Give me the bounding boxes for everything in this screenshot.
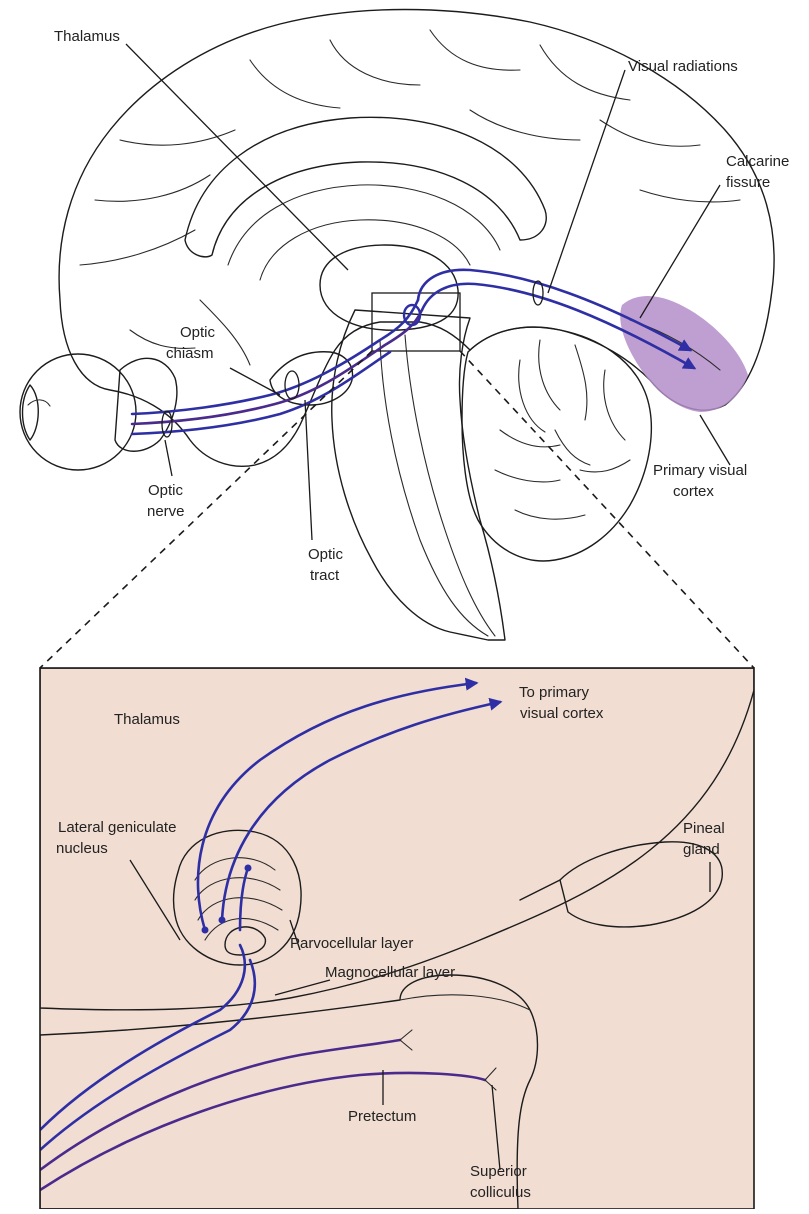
corpus-callosum [185,117,546,280]
top-leader-lines [126,44,730,540]
label-optic-nerve-2: nerve [147,503,185,520]
label-optic-chiasm-1: Optic [180,324,216,341]
visual-pathway-fibers [132,270,694,437]
primary-visual-cortex-region [620,296,748,412]
label-magnocellular: Magnocellular layer [325,964,455,981]
label-visual-radiations: Visual radiations [628,58,738,75]
thalamus [320,245,458,330]
label-to-cortex-1: To primary [519,684,590,701]
label-primary-visual-cortex-1: Primary visual [653,462,747,479]
label-optic-tract-1: Optic [308,546,344,563]
label-optic-chiasm-2: chiasm [166,345,214,362]
label-to-cortex-2: visual cortex [520,705,604,722]
brainstem [332,310,505,640]
label-superior-colliculus-1: Superior [470,1163,527,1180]
brain-sagittal-view [20,10,774,641]
cerebellum-folia [495,340,630,519]
label-parvocellular: Parvocellular layer [290,935,413,952]
label-pretectum: Pretectum [348,1108,416,1125]
label-calcarine-2: fissure [726,174,770,191]
label-thalamus-inset: Thalamus [114,711,180,728]
label-lgn-2: nucleus [56,840,108,857]
label-calcarine-1: Calcarine [726,153,789,170]
label-primary-visual-cortex-2: cortex [673,483,714,500]
label-pineal-2: gland [683,841,720,858]
label-pineal-1: Pineal [683,820,725,837]
label-lgn-1: Lateral geniculate [58,819,176,836]
cerebrum [59,10,774,467]
label-optic-tract-2: tract [310,567,340,584]
label-superior-colliculus-2: colliculus [470,1184,531,1201]
hypothalamus [270,352,353,405]
label-optic-nerve-1: Optic [148,482,184,499]
label-thalamus-top: Thalamus [54,28,120,45]
